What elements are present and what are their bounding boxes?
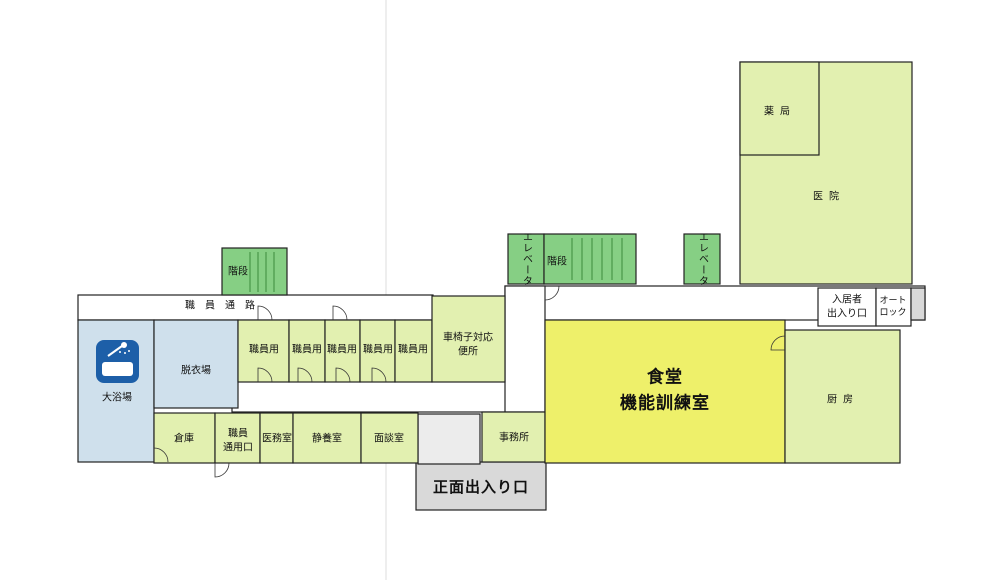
storage-label: 倉庫 [174,433,194,445]
stairs-left-label: 階段 [228,266,248,278]
interview-room [360,412,419,464]
office-label: 事務所 [499,432,529,444]
page-fold-line [385,0,387,580]
door-swings [153,285,786,478]
changing-room [153,319,239,409]
bath-icon [96,340,139,383]
main-entrance-area [415,461,547,511]
staff-corridor-label: 職員通路 [185,300,265,312]
stairs-left-room [221,247,288,296]
rest-label: 静養室 [312,433,342,445]
bath-label: 大浴場 [102,392,132,404]
elevator-right-room [683,233,721,285]
pharmacy-room [739,61,820,156]
staff-room-1 [237,319,290,383]
clinic-label: 医院 [813,191,845,203]
entrance-vestibule [417,413,481,465]
pharmacy-label: 薬局 [764,106,796,118]
east-exit-hatch [910,287,926,321]
staff-room-3 [324,319,361,383]
wheelchair-toilet-label: 車椅子対応 便所 [443,332,493,358]
elevator-left-label: エレベータ [520,231,532,287]
stair-treads [249,238,623,292]
changing-label: 脱衣場 [181,365,211,377]
resident-entrance-room [817,287,877,327]
staff-entrance-label: 職員 通用口 [223,428,253,454]
elevator-right-label: エレベータ [696,231,708,287]
kitchen-room [784,329,901,464]
staff-room-1-label: 職員用 [249,344,279,356]
staff-room-5-label: 職員用 [398,344,428,356]
resident-entrance-label: 入居者 出入り口 [827,294,867,320]
storage-room [153,412,216,464]
staff-room-2-label: 職員用 [292,344,322,356]
dining-room [544,319,786,464]
north-corridor-area [504,285,546,413]
main-entrance-label: 正面出入り口 [432,477,530,496]
kitchen-label: 厨房 [827,394,859,406]
wheelchair-toilet-room [431,295,506,383]
interview-label: 面談室 [374,433,404,445]
elevator-left-room [507,233,545,285]
office-room [481,411,546,463]
autolock-label: オート ロック [879,295,907,318]
central-corridor-area [231,379,543,413]
staff-room-5 [394,319,433,383]
stairs-center-room [543,233,637,285]
staff-room-3-label: 職員用 [327,344,357,356]
stairs-center-label: 階段 [547,256,567,268]
staff-room-4-label: 職員用 [363,344,393,356]
medical-label: 医務室 [262,433,292,445]
dining-label: 食堂 機能訓練室 [620,367,710,414]
staff-entrance-room [214,412,261,464]
